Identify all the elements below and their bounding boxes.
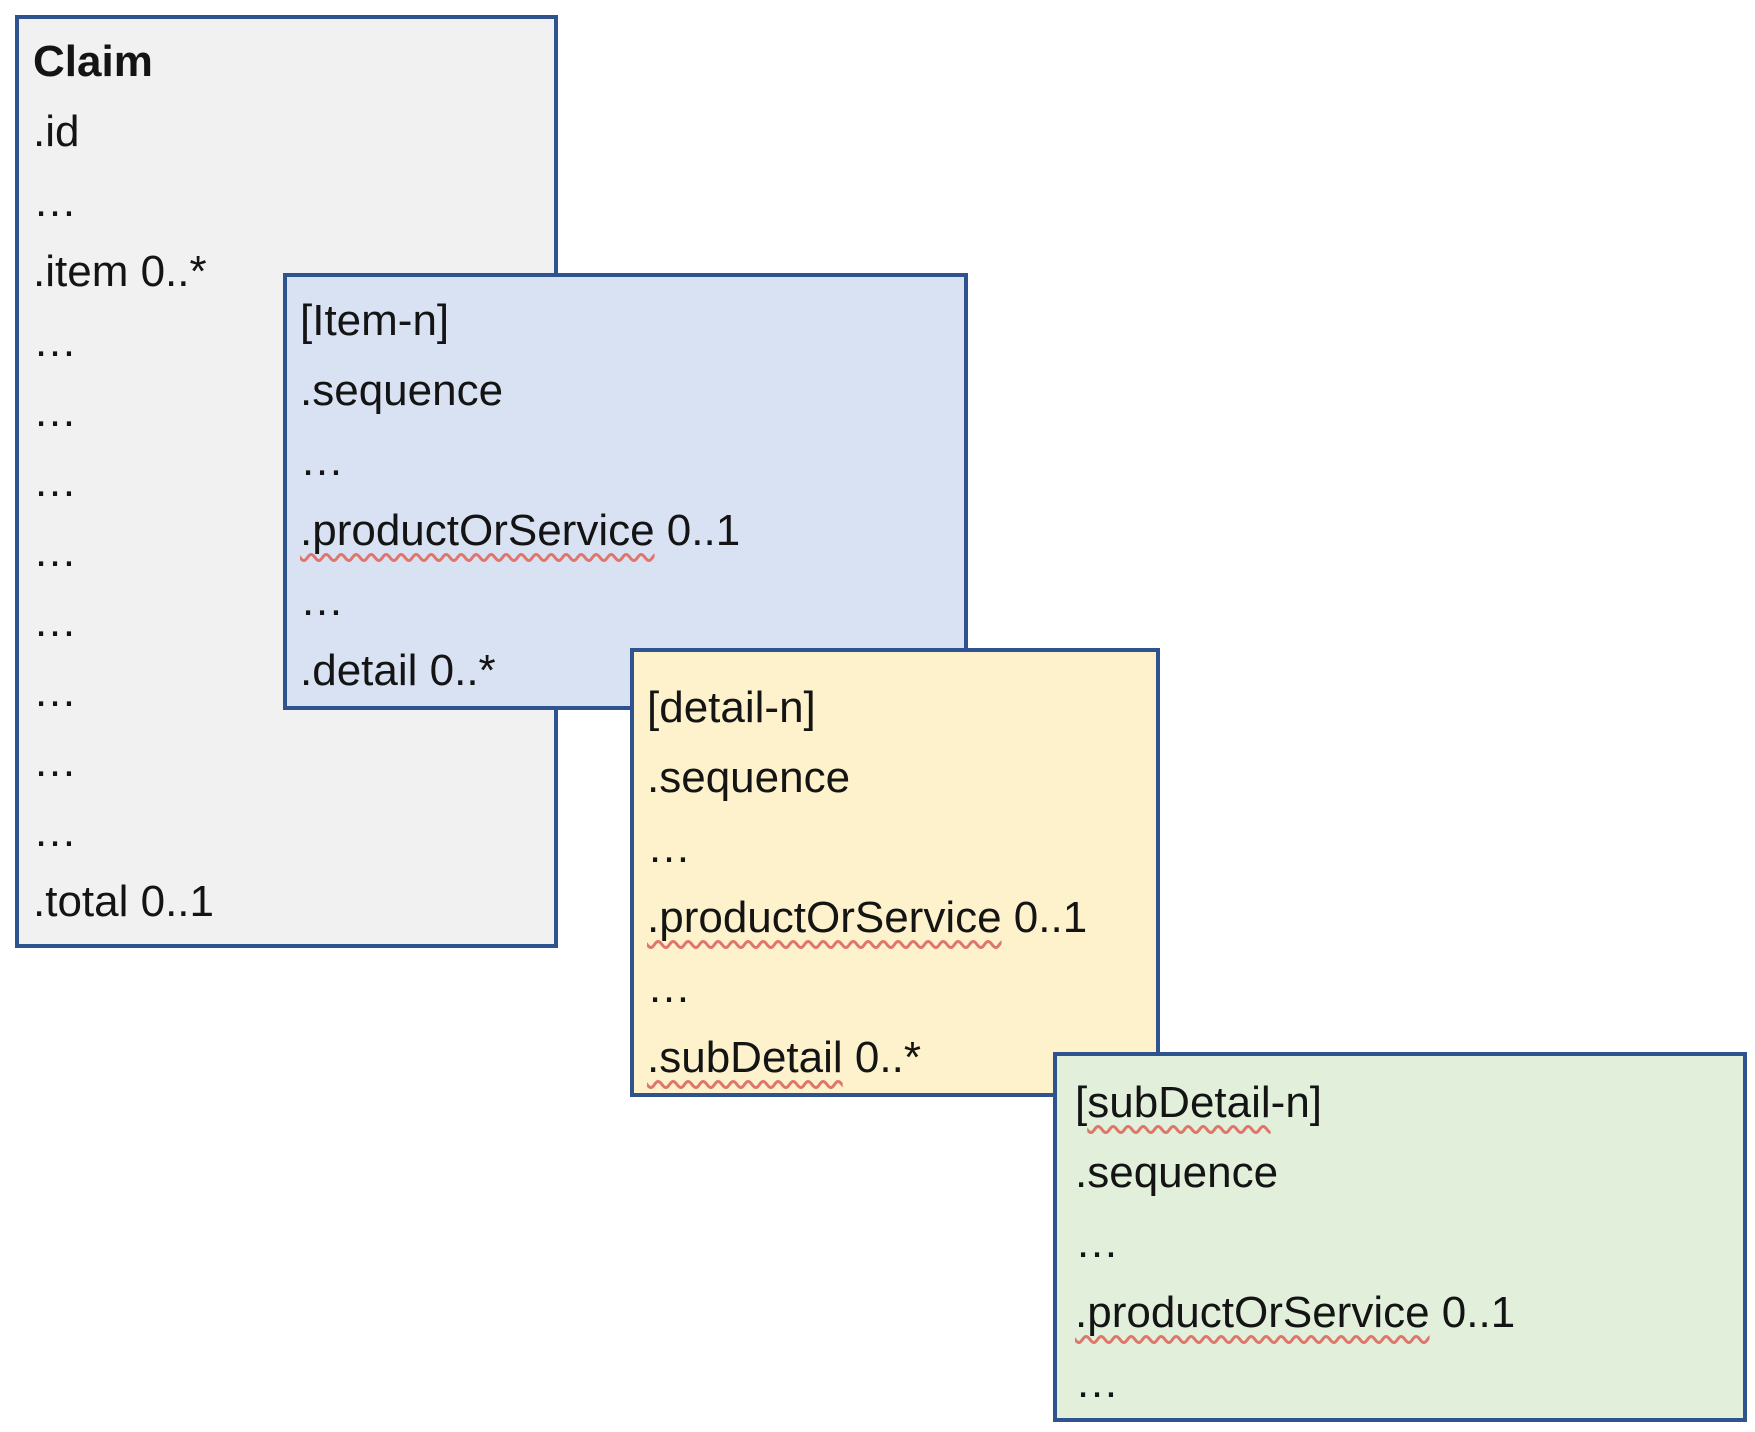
spellcheck-squiggle-text: subDetail xyxy=(1087,1078,1271,1127)
subdetail-box: [subDetail-n] .sequence … .productOrService… xyxy=(1053,1052,1747,1422)
field-text: … xyxy=(33,457,77,506)
detail-field-line: … xyxy=(647,953,1156,1023)
field-text: … xyxy=(300,436,344,485)
field-text: 0..* xyxy=(842,1033,921,1082)
field-text: .total 0..1 xyxy=(33,877,215,926)
subdetail-field-line: .sequence xyxy=(1075,1138,1743,1208)
field-text: -n] xyxy=(1270,1078,1323,1127)
field-text: … xyxy=(300,576,344,625)
spellcheck-squiggle-text: .productOrService xyxy=(647,893,1002,942)
field-text: Claim xyxy=(33,37,153,86)
detail-field-line: … xyxy=(647,813,1156,883)
item-field-line: [Item-n] xyxy=(300,286,964,356)
field-text: .id xyxy=(33,107,80,156)
claim-field-line: … xyxy=(33,167,554,237)
field-text: … xyxy=(33,737,77,786)
spellcheck-squiggle-text: .productOrService xyxy=(1075,1288,1430,1337)
item-field-line: .sequence xyxy=(300,356,964,426)
subdetail-field-line: [subDetail-n] xyxy=(1075,1068,1743,1138)
field-text: … xyxy=(33,387,77,436)
field-text: … xyxy=(647,963,691,1012)
subdetail-field-line: … xyxy=(1075,1208,1743,1278)
claim-field-line: … xyxy=(33,307,554,377)
field-text: [Item-n] xyxy=(300,296,450,345)
subdetail-field-line: .productOrService 0..1 xyxy=(1075,1278,1743,1348)
item-field-line: … xyxy=(300,426,964,496)
field-text: … xyxy=(33,527,77,576)
claim-field-line: .item 0..* xyxy=(33,237,554,307)
detail-box: [detail-n] .sequence … .productOrService 0.… xyxy=(630,648,1160,1097)
item-field-line: … xyxy=(300,566,964,636)
claim-field-line: … xyxy=(33,517,554,587)
field-text: .sequence xyxy=(647,753,851,802)
field-text: 0..1 xyxy=(654,506,741,555)
claim-field-line: … xyxy=(33,377,554,447)
claim-field-line: Claim xyxy=(33,27,554,97)
claim-field-line: .total 0..1 xyxy=(33,867,554,937)
field-text: … xyxy=(33,177,77,226)
field-text: … xyxy=(33,807,77,856)
field-text: … xyxy=(33,317,77,366)
field-text: .item 0..* xyxy=(33,247,207,296)
spellcheck-squiggle-text: .subDetail xyxy=(647,1033,843,1082)
claim-field-line: .id xyxy=(33,97,554,167)
subdetail-field-line: … xyxy=(1075,1348,1743,1418)
detail-field-line: [detail-n] xyxy=(647,673,1156,743)
claim-field-line: … xyxy=(33,797,554,867)
field-text: … xyxy=(33,597,77,646)
field-text: … xyxy=(1075,1218,1119,1267)
field-text: … xyxy=(647,823,691,872)
field-text: [detail-n] xyxy=(647,683,816,732)
claim-field-line: … xyxy=(33,657,554,727)
claim-field-line: … xyxy=(33,587,554,657)
field-text: … xyxy=(33,667,77,716)
detail-field-line: .sequence xyxy=(647,743,1156,813)
field-text: … xyxy=(1075,1358,1119,1407)
detail-field-line: .subDetail 0..* xyxy=(647,1023,1156,1093)
item-field-line: .detail 0..* xyxy=(300,636,964,706)
detail-field-line: .productOrService 0..1 xyxy=(647,883,1156,953)
item-box: [Item-n] .sequence … .productOrService 0..1… xyxy=(283,273,968,710)
field-text: 0..1 xyxy=(1429,1288,1516,1337)
field-text: .sequence xyxy=(300,366,504,415)
spellcheck-squiggle-text: .productOrService xyxy=(300,506,655,555)
field-text: 0..1 xyxy=(1001,893,1088,942)
item-field-line: .productOrService 0..1 xyxy=(300,496,964,566)
field-text: [ xyxy=(1075,1078,1088,1127)
field-text: .detail 0..* xyxy=(300,646,496,695)
claim-field-line: … xyxy=(33,727,554,797)
field-text: .sequence xyxy=(1075,1148,1279,1197)
claim-field-line: … xyxy=(33,447,554,517)
